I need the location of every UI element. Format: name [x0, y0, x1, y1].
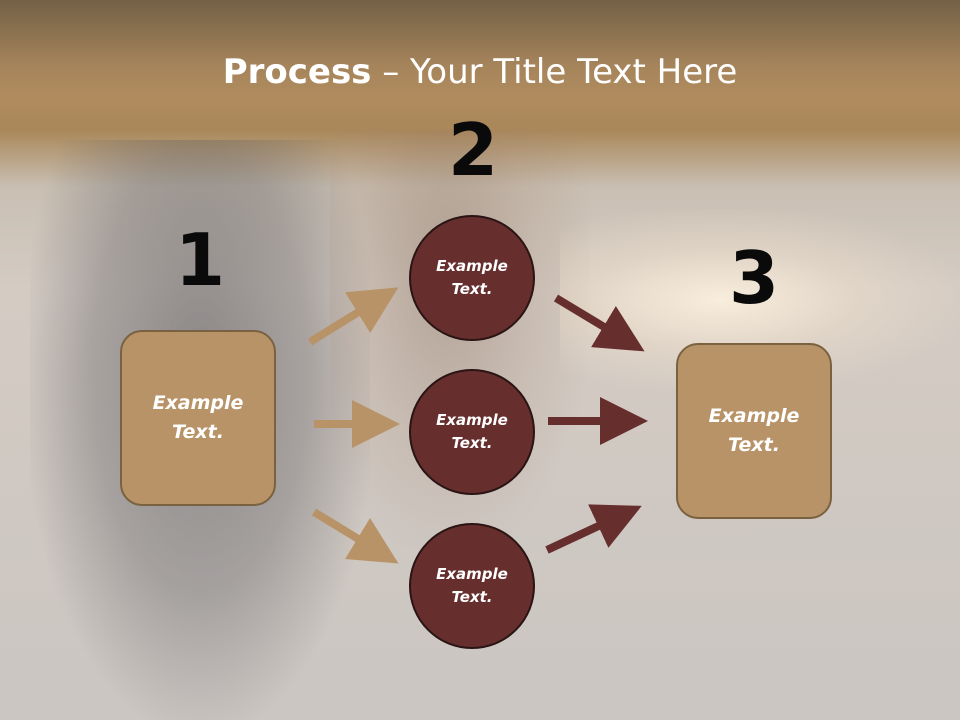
- title-rest: – Your Title Text Here: [371, 52, 738, 92]
- arrow-left-to-circle-3: [311, 508, 399, 564]
- step-number-1: 1: [174, 218, 226, 302]
- left-box: Example Text.: [120, 330, 276, 506]
- title-bold: Process: [222, 52, 372, 92]
- arrow-circle-1-to-right: [553, 294, 645, 352]
- step-number-2: 2: [447, 108, 499, 192]
- circle-1: Example Text.: [409, 215, 535, 341]
- header-band: [0, 0, 960, 135]
- arrow-left-to-circle-1: [307, 287, 399, 346]
- slide-title: Process – Your Title Text Here: [0, 52, 960, 92]
- right-box: Example Text.: [676, 343, 832, 519]
- step-number-3: 3: [728, 236, 780, 320]
- arrow-circle-3-to-right: [545, 504, 642, 554]
- circle-3: Example Text.: [409, 523, 535, 649]
- circle-2: Example Text.: [409, 369, 535, 495]
